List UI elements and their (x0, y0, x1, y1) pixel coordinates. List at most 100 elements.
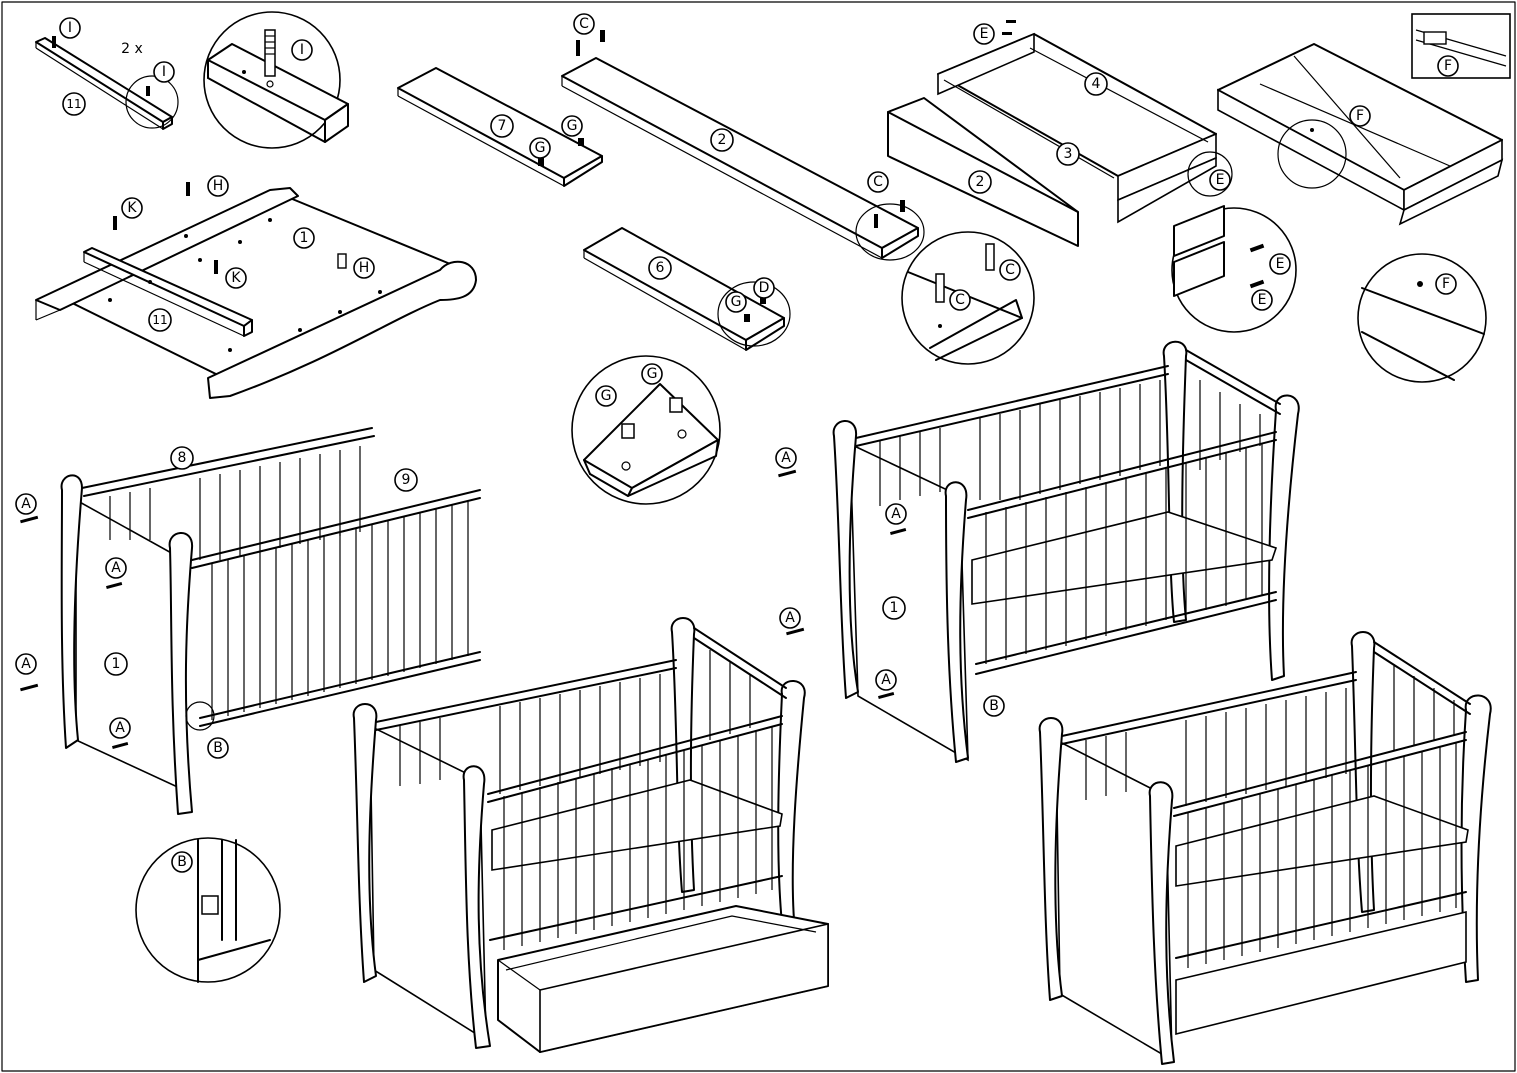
svg-text:C: C (1005, 262, 1015, 278)
step-bed-base (35, 182, 477, 399)
quantity-text: 2 x (121, 41, 143, 57)
svg-text:F: F (1442, 276, 1450, 292)
label-C-3: C (999, 259, 1021, 281)
label-A-5: A (775, 447, 797, 469)
svg-text:G: G (567, 118, 578, 134)
label-A-8: A (875, 669, 897, 691)
drawer-assembly (887, 20, 1233, 247)
svg-text:G: G (535, 140, 546, 156)
label-1-side: 1 (104, 652, 128, 676)
label-F-1: F (1437, 55, 1459, 77)
svg-text:A: A (111, 560, 121, 576)
label-A-1: A (15, 493, 37, 515)
label-2-drawer: 2 (968, 170, 992, 194)
svg-text:C: C (579, 16, 589, 32)
label-A-4: A (109, 717, 131, 739)
svg-text:E: E (1258, 292, 1267, 308)
label-G-1: G (561, 115, 583, 137)
detail-F (1357, 253, 1487, 383)
label-E-1: E (973, 23, 995, 45)
part-2-board (561, 30, 925, 261)
svg-text:G: G (731, 294, 742, 310)
svg-text:1: 1 (300, 230, 309, 246)
label-A-2: A (105, 557, 127, 579)
svg-text:A: A (21, 496, 31, 512)
label-E-2: E (1209, 169, 1231, 191)
svg-text:E: E (1216, 172, 1225, 188)
svg-text:9: 9 (402, 472, 411, 488)
svg-text:7: 7 (498, 118, 507, 134)
svg-text:I: I (162, 64, 166, 80)
label-A-7: A (779, 607, 801, 629)
label-G-3: G (725, 291, 747, 313)
label-C-2: C (867, 171, 889, 193)
svg-text:4: 4 (1092, 76, 1101, 92)
label-D: D (753, 277, 775, 299)
label-I-3: I (291, 39, 313, 61)
label-4: 4 (1084, 72, 1108, 96)
label-3: 3 (1056, 142, 1080, 166)
label-K-2: K (225, 267, 247, 289)
label-F-2: F (1349, 105, 1371, 127)
crib-assembled-top (778, 340, 1300, 763)
label-11-b: 11 (148, 308, 172, 332)
detail-B (135, 837, 281, 983)
svg-text:2: 2 (976, 174, 985, 190)
detail-dowel-I (203, 11, 349, 149)
svg-text:A: A (891, 506, 901, 522)
svg-text:B: B (213, 740, 223, 756)
svg-text:1: 1 (112, 656, 121, 672)
svg-text:A: A (21, 656, 31, 672)
label-9: 9 (394, 468, 418, 492)
svg-text:G: G (647, 366, 658, 382)
label-E-4: E (1251, 289, 1273, 311)
svg-text:E: E (1276, 256, 1285, 272)
label-1-crib: 1 (882, 596, 906, 620)
svg-text:A: A (115, 720, 125, 736)
svg-text:K: K (231, 270, 241, 286)
label-G-2: G (529, 137, 551, 159)
label-B-1: B (207, 737, 229, 759)
label-B-2: B (171, 851, 193, 873)
label-8: 8 (170, 446, 194, 470)
label-I-2: I (153, 61, 175, 83)
label-H-2: H (353, 257, 375, 279)
crib-with-closed-drawer (1038, 631, 1492, 1065)
label-A-3: A (15, 653, 37, 675)
svg-text:B: B (177, 854, 187, 870)
label-E-3: E (1269, 253, 1291, 275)
svg-text:C: C (873, 174, 883, 190)
label-A-6: A (885, 503, 907, 525)
svg-text:8: 8 (178, 450, 187, 466)
step-base-rail (35, 36, 179, 130)
svg-text:K: K (127, 200, 137, 216)
svg-text:A: A (781, 450, 791, 466)
detail-inset-F (1411, 13, 1511, 79)
label-H-1: H (207, 175, 229, 197)
svg-text:D: D (759, 280, 770, 296)
svg-text:B: B (989, 698, 999, 714)
svg-text:11: 11 (66, 97, 81, 111)
label-7: 7 (490, 114, 514, 138)
label-2-board: 2 (710, 128, 734, 152)
crib-side-assembly (20, 427, 481, 815)
svg-text:6: 6 (656, 260, 665, 276)
svg-text:11: 11 (152, 313, 167, 327)
label-C-4: C (949, 289, 971, 311)
svg-text:1: 1 (890, 600, 899, 616)
svg-text:A: A (785, 610, 795, 626)
svg-text:3: 3 (1064, 146, 1073, 162)
label-I-1: I (59, 17, 81, 39)
label-K-1: K (121, 197, 143, 219)
label-G-5: G (595, 385, 617, 407)
svg-text:2: 2 (718, 132, 727, 148)
svg-text:F: F (1444, 58, 1452, 74)
svg-text:A: A (881, 672, 891, 688)
crib-with-open-drawer (352, 617, 829, 1054)
svg-text:H: H (213, 178, 224, 194)
label-B-3: B (983, 695, 1005, 717)
label-6: 6 (648, 256, 672, 280)
svg-text:F: F (1356, 108, 1364, 124)
